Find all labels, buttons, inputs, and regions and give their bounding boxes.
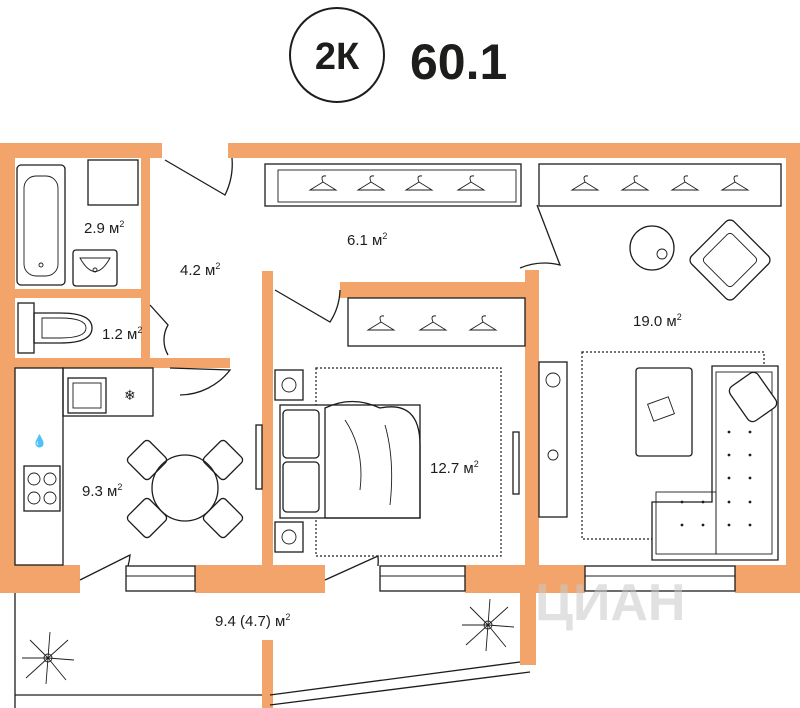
area-label-toilet: 1.2 м2 xyxy=(102,325,142,343)
toilet-tank xyxy=(17,302,35,354)
plant-icon xyxy=(462,598,515,652)
area-label-kitchen: 9.3 м2 xyxy=(82,482,122,500)
kitchen-sink-icon xyxy=(67,377,107,414)
hanger-icon xyxy=(570,175,750,191)
dining-table-icon xyxy=(126,439,244,539)
side-table-icon xyxy=(629,225,675,271)
balcony xyxy=(14,593,531,708)
nightstand-icon xyxy=(274,369,304,401)
washing-machine-icon xyxy=(87,159,139,206)
windows xyxy=(125,424,736,592)
bedroom xyxy=(274,297,526,557)
room-labels: 2.9 м2 4.2 м2 6.1 м2 1.2 м2 9.3 м2 12.7 … xyxy=(82,219,682,630)
hanger-icon xyxy=(366,315,498,331)
watermark: ЦИАН xyxy=(535,574,685,632)
area-label-living-room: 19.0 м2 xyxy=(633,312,682,330)
sink-icon xyxy=(72,249,118,287)
nightstand-icon xyxy=(274,521,304,553)
tv-stand-icon xyxy=(538,361,568,518)
kitchen: ❄ 💧 xyxy=(14,367,244,566)
toilet-room xyxy=(17,302,93,354)
armchair-icon xyxy=(689,219,771,301)
coffee-table-icon xyxy=(635,367,693,457)
sofa-icon xyxy=(651,365,779,561)
area-label-bedroom: 12.7 м2 xyxy=(430,459,479,477)
bed-icon xyxy=(279,400,421,519)
rooms-badge: 2К xyxy=(315,36,360,78)
area-label-balcony: 9.4 (4.7) м2 xyxy=(215,612,290,630)
living-wardrobe xyxy=(538,163,782,207)
snowflake-icon: ❄ xyxy=(124,388,136,404)
area-label-corridor: 6.1 м2 xyxy=(347,231,387,249)
corridor-wardrobe xyxy=(264,163,522,207)
stove-icon xyxy=(23,465,61,512)
toilet-icon xyxy=(33,312,93,344)
walls xyxy=(0,143,800,708)
area-label-hall: 4.2 м2 xyxy=(180,261,220,279)
bathroom xyxy=(16,159,139,287)
hanger-icon xyxy=(308,175,486,191)
total-area: 60.1 xyxy=(410,34,507,90)
area-label-bathroom: 2.9 м2 xyxy=(84,219,124,237)
plant-icon xyxy=(22,631,75,685)
rooms-badge-circle xyxy=(289,7,385,103)
living-room xyxy=(538,219,779,561)
water-drop-icon: 💧 xyxy=(32,434,47,448)
plan-header: 2К 60.1 xyxy=(289,7,507,103)
bathtub-icon xyxy=(16,164,66,286)
doors xyxy=(79,157,562,581)
